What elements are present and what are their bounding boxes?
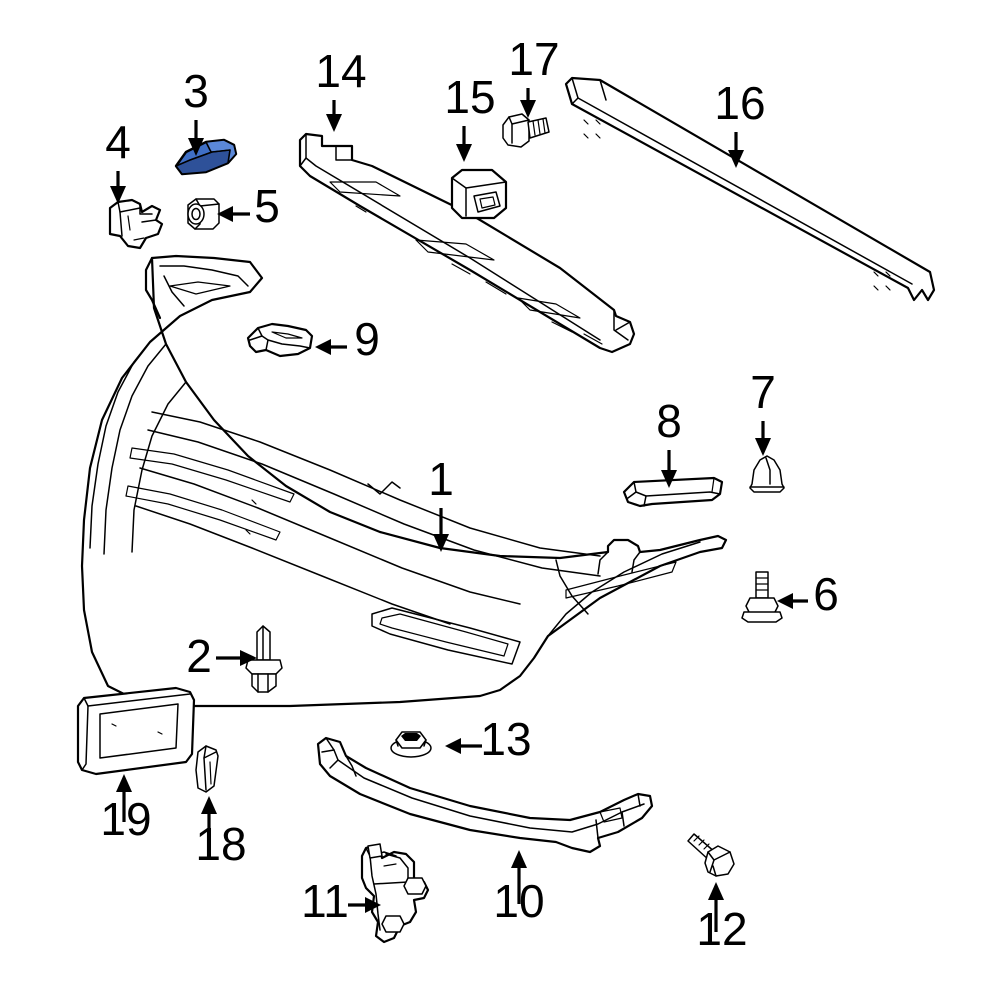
- callout-number-3: 3: [183, 65, 209, 117]
- part-13-flange-nut: [390, 731, 432, 758]
- callout-number-10: 10: [493, 875, 544, 927]
- part-11-bumper-mounting-bracket: [360, 843, 430, 944]
- part-12-flange-bolt-lower: [687, 833, 735, 877]
- part-15-energy-absorber-block: [450, 168, 508, 220]
- callout-number-9: 9: [354, 313, 380, 365]
- part-1-front-bumper-cover: [80, 254, 728, 708]
- leader-lines: [110, 88, 808, 932]
- part-6-flange-bolt-upper: [741, 571, 783, 623]
- part-7-bumper-cover-grommet: [749, 455, 785, 493]
- part-9-bumper-cover-retainer-plate: [246, 322, 314, 358]
- callout-number-13: 13: [480, 713, 531, 765]
- part-10-lower-bumper-reinforcement: [316, 736, 654, 854]
- part-17-hex-flange-bolt: [502, 113, 550, 148]
- callout-number-11: 11: [301, 875, 349, 927]
- callout-number-1: 1: [428, 453, 454, 505]
- part-8-bumper-cover-side-seal: [622, 476, 724, 508]
- callout-number-16: 16: [714, 77, 765, 129]
- part-16-bumper-impact-bar: [564, 76, 936, 302]
- callout-number-17: 17: [508, 33, 559, 85]
- part-14-bumper-reinforcement-beam: [298, 132, 636, 354]
- part-19-license-plate-bracket: [76, 686, 196, 776]
- callout-number-19: 19: [100, 793, 151, 845]
- callout-number-6: 6: [813, 568, 839, 620]
- part-4-bumper-cover-side-bracket: [108, 198, 164, 250]
- callout-number-7: 7: [750, 366, 776, 418]
- callout-number-12: 12: [696, 903, 747, 955]
- callout-number-8: 8: [656, 395, 682, 447]
- part-2-bumper-cover-push-pin-clip: [245, 625, 283, 693]
- callout-numbers: 1 2 3 4 5 6 7 8 9 10 11 12 13 14 15 16 1…: [100, 33, 838, 955]
- callout-number-4: 4: [105, 116, 131, 168]
- callout-number-14: 14: [315, 45, 366, 97]
- part-3-bumper-cover-side-retainer-clip: [174, 138, 238, 176]
- part-5-grommet-nut: [187, 198, 220, 230]
- callout-number-5: 5: [254, 180, 280, 232]
- callout-number-2: 2: [186, 630, 212, 682]
- callout-number-18: 18: [195, 818, 246, 870]
- callout-number-15: 15: [444, 71, 495, 123]
- part-18-license-plate-bracket-clip: [195, 745, 219, 793]
